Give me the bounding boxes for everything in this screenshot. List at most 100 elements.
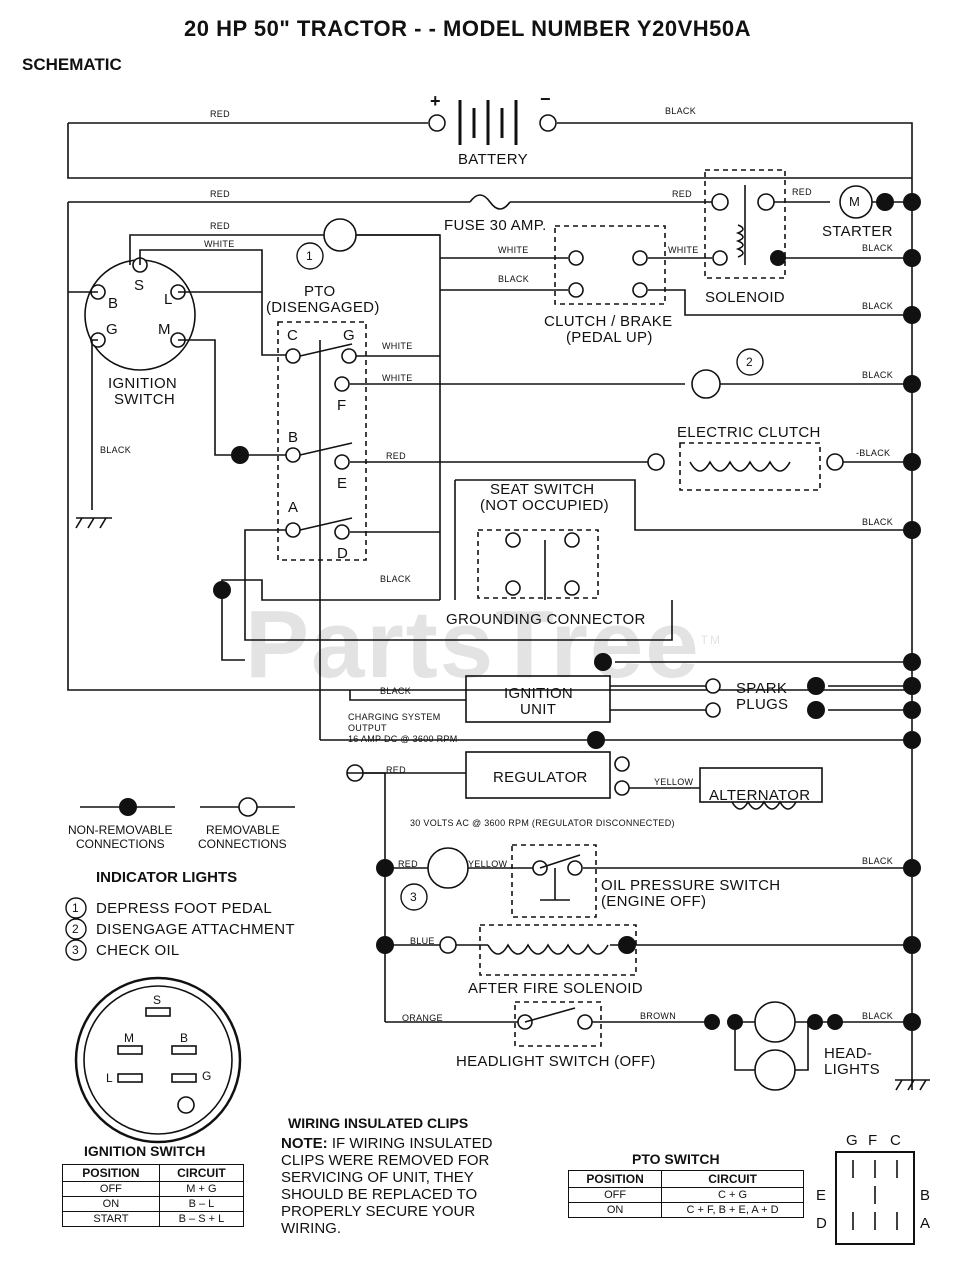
- wire-label-white: WHITE: [498, 245, 529, 255]
- pto-conn-label: D: [816, 1215, 828, 1232]
- wire-label-red: RED: [210, 189, 230, 199]
- spark-plugs-label-2: PLUGS: [736, 696, 789, 713]
- indicator-item: DISENGAGE ATTACHMENT: [96, 921, 295, 938]
- headlight-2: [754, 1049, 796, 1091]
- pto-box: [277, 321, 367, 561]
- pto-conn-label: G: [846, 1132, 858, 1149]
- regulator-label: REGULATOR: [493, 769, 588, 786]
- section-label: SCHEMATIC: [22, 55, 122, 74]
- electric-clutch-box: [679, 442, 821, 491]
- table-cell: C + G: [661, 1187, 804, 1203]
- fuse-label: FUSE 30 AMP.: [444, 217, 547, 234]
- clips-note-line: SERVICING OF UNIT, THEY: [281, 1169, 474, 1186]
- wire-label-brown: BROWN: [640, 1011, 676, 1021]
- indicator-2-number: 2: [746, 355, 753, 369]
- legend-nonremovable: NON-REMOVABLE: [68, 823, 173, 837]
- headlight-switch-box: [514, 1001, 602, 1047]
- table-header: CIRCUIT: [158, 1164, 245, 1182]
- clips-note-line: WIRING.: [281, 1220, 341, 1237]
- clips-note-line: CLIPS WERE REMOVED FOR: [281, 1152, 490, 1169]
- battery-minus: −: [540, 89, 551, 109]
- pto-table-title: PTO SWITCH: [632, 1151, 720, 1167]
- indicator-num: 2: [72, 922, 79, 936]
- indicator-item: DEPRESS FOOT PEDAL: [96, 900, 273, 917]
- table-header: POSITION: [62, 1164, 160, 1182]
- clips-note-label: NOTE:: [281, 1135, 328, 1152]
- pto-terminal-label: F: [337, 397, 347, 414]
- ign-conn-label: M: [124, 1031, 134, 1045]
- wire-label-black: BLACK: [862, 370, 894, 380]
- pto-conn-label: E: [816, 1187, 827, 1204]
- wire-label-black: BLACK: [380, 686, 412, 696]
- headlight-1: [754, 1001, 796, 1043]
- headlight-switch-label: HEADLIGHT SWITCH (OFF): [456, 1053, 656, 1070]
- indicator-lights-title: INDICATOR LIGHTS: [96, 869, 238, 886]
- wire-label-black: BLACK: [665, 106, 697, 116]
- clutch-brake-state: (PEDAL UP): [566, 329, 653, 346]
- solenoid-box: [704, 169, 786, 279]
- starter-label: STARTER: [822, 223, 893, 240]
- oil-switch-box: [511, 844, 597, 918]
- indicator-1-number: 1: [306, 249, 313, 263]
- ign-conn-label: B: [180, 1031, 189, 1045]
- wire-label-black: BLACK: [862, 1011, 894, 1021]
- indicator-2-lamp: [691, 369, 721, 399]
- ignition-switch-label: IGNITION: [108, 375, 178, 392]
- indicator-num: 3: [72, 943, 79, 957]
- table-cell: ON: [62, 1196, 160, 1212]
- wire-label-red: RED: [386, 765, 406, 775]
- regulator-box: [465, 751, 611, 799]
- clips-note-line: SHOULD BE REPLACED TO: [281, 1186, 478, 1203]
- ign-conn-label: G: [202, 1069, 212, 1083]
- table-cell: M + G: [158, 1181, 245, 1197]
- battery-neg-terminal: [539, 114, 557, 132]
- battery-plus: +: [430, 91, 441, 111]
- wire-label-blue: BLUE: [410, 936, 435, 946]
- wire-label-red: RED: [386, 451, 406, 461]
- clutch-brake-box: [554, 225, 666, 305]
- wire-label-black: BLACK: [862, 517, 894, 527]
- wire-label-black: BLACK: [498, 274, 530, 284]
- indicator-num: 1: [72, 901, 79, 915]
- legend-removable: REMOVABLE: [206, 823, 280, 837]
- wire-label-black: BLACK: [380, 574, 412, 584]
- clips-note-body: NOTE: IF WIRING INSULATED CLIPS WERE REM…: [281, 1135, 492, 1237]
- ignition-switch-label-2: SWITCH: [114, 391, 175, 408]
- wire-left-main: [67, 202, 912, 691]
- after-fire-label: AFTER FIRE SOLENOID: [468, 980, 643, 997]
- starter-motor-symbol: M: [849, 194, 861, 209]
- headlights-label: HEAD-: [824, 1045, 873, 1062]
- ign-terminal-label: M: [158, 321, 171, 338]
- wire-label-neg-black: -BLACK: [856, 448, 891, 458]
- wire-label-white: WHITE: [382, 341, 413, 351]
- table-cell: ON: [567, 1202, 663, 1218]
- wire-label-white: WHITE: [204, 239, 235, 249]
- ign-terminal-label: B: [108, 295, 119, 312]
- headlights-label-2: LIGHTS: [824, 1061, 880, 1078]
- fuse-symbol: [469, 194, 511, 210]
- pto-terminal-label: B: [288, 429, 299, 446]
- table-cell: B – L: [158, 1196, 245, 1212]
- ign-conn-label: L: [106, 1071, 113, 1085]
- pto-state: (DISENGAGED): [266, 299, 380, 316]
- pto-terminal-label: E: [337, 475, 348, 492]
- wire-label-black: BLACK: [100, 445, 132, 455]
- seat-switch-label: SEAT SWITCH: [490, 481, 595, 498]
- wire-battery-loop: [67, 123, 912, 179]
- wire-label-black: BLACK: [862, 301, 894, 311]
- charging-output-label: CHARGING SYSTEM: [348, 712, 441, 722]
- oil-switch-state: (ENGINE OFF): [601, 893, 707, 910]
- legend-removable-2: CONNECTIONS: [198, 837, 287, 851]
- alternator-label: ALTERNATOR: [709, 787, 811, 804]
- wire-label-black: BLACK: [862, 856, 894, 866]
- alternator-box: [699, 767, 823, 803]
- ignition-unit-label-2: UNIT: [520, 701, 557, 718]
- wire-label-white: WHITE: [382, 373, 413, 383]
- table-header: POSITION: [567, 1170, 663, 1188]
- solenoid-label: SOLENOID: [705, 289, 785, 306]
- wire-black-bus: [557, 122, 913, 1090]
- clips-note-title: WIRING INSULATED CLIPS: [288, 1115, 469, 1131]
